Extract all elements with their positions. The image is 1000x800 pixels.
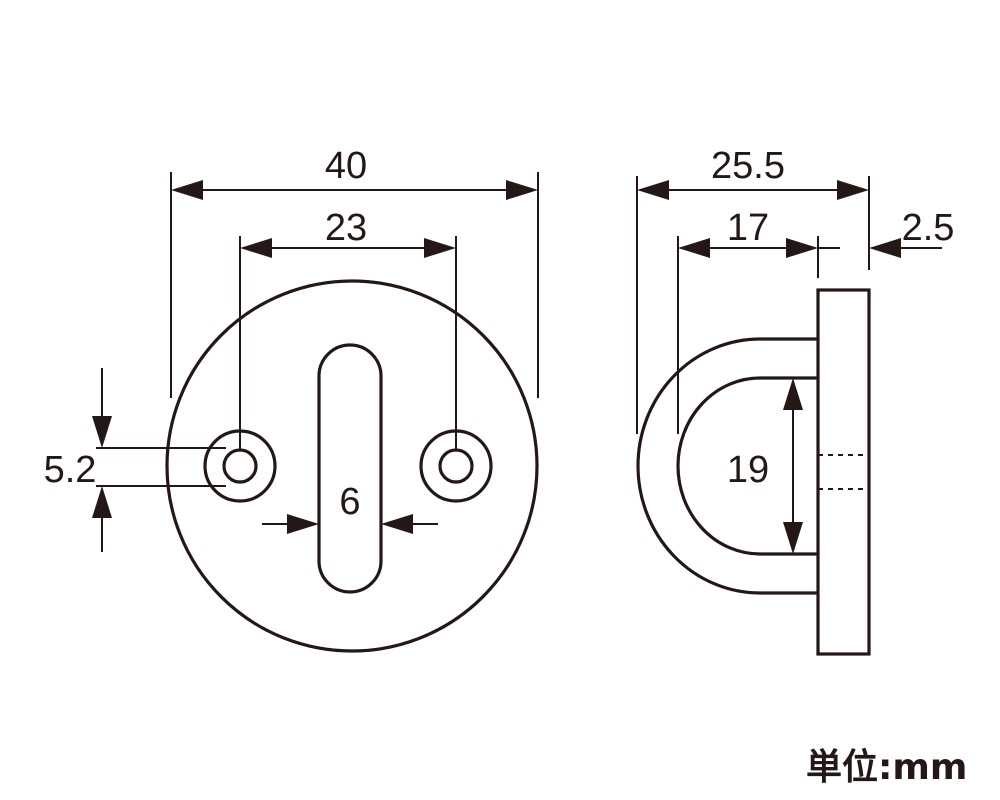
front-view: 40 23 5.2 6 [44,145,539,653]
dim-label-19: 19 [727,449,769,491]
dim-label-40: 40 [325,145,367,187]
dim-label-25-5: 25.5 [711,145,785,187]
unit-label: 単位:mm [806,747,968,788]
dim-label-2-5: 2.5 [902,207,955,249]
dimension-hole-spacing: 23 [239,207,457,450]
loop-outer-profile [636,337,818,595]
dimension-overall-diameter: 40 [170,145,539,398]
right-hole-inner [438,448,474,484]
dimension-overall-depth: 25.5 [636,145,870,434]
dim-label-23: 23 [325,207,367,249]
dimension-hole-diameter: 5.2 [44,368,226,552]
side-view: 25.5 17 2.5 19 [636,145,954,656]
loop-inner-profile [676,376,818,556]
base-plate-outline [165,279,539,653]
base-plate-side [816,288,871,656]
dimension-slot-width: 6 [262,481,438,534]
dim-label-6: 6 [339,481,360,523]
dimension-loop-inner-height: 19 [727,378,803,554]
center-slot [317,343,383,594]
dim-label-17: 17 [727,207,769,249]
dimension-plate-thickness: 2.5 [818,207,954,258]
left-hole-inner [222,448,258,484]
dim-label-5-2: 5.2 [44,449,97,491]
dimension-loop-depth: 17 [677,207,819,434]
